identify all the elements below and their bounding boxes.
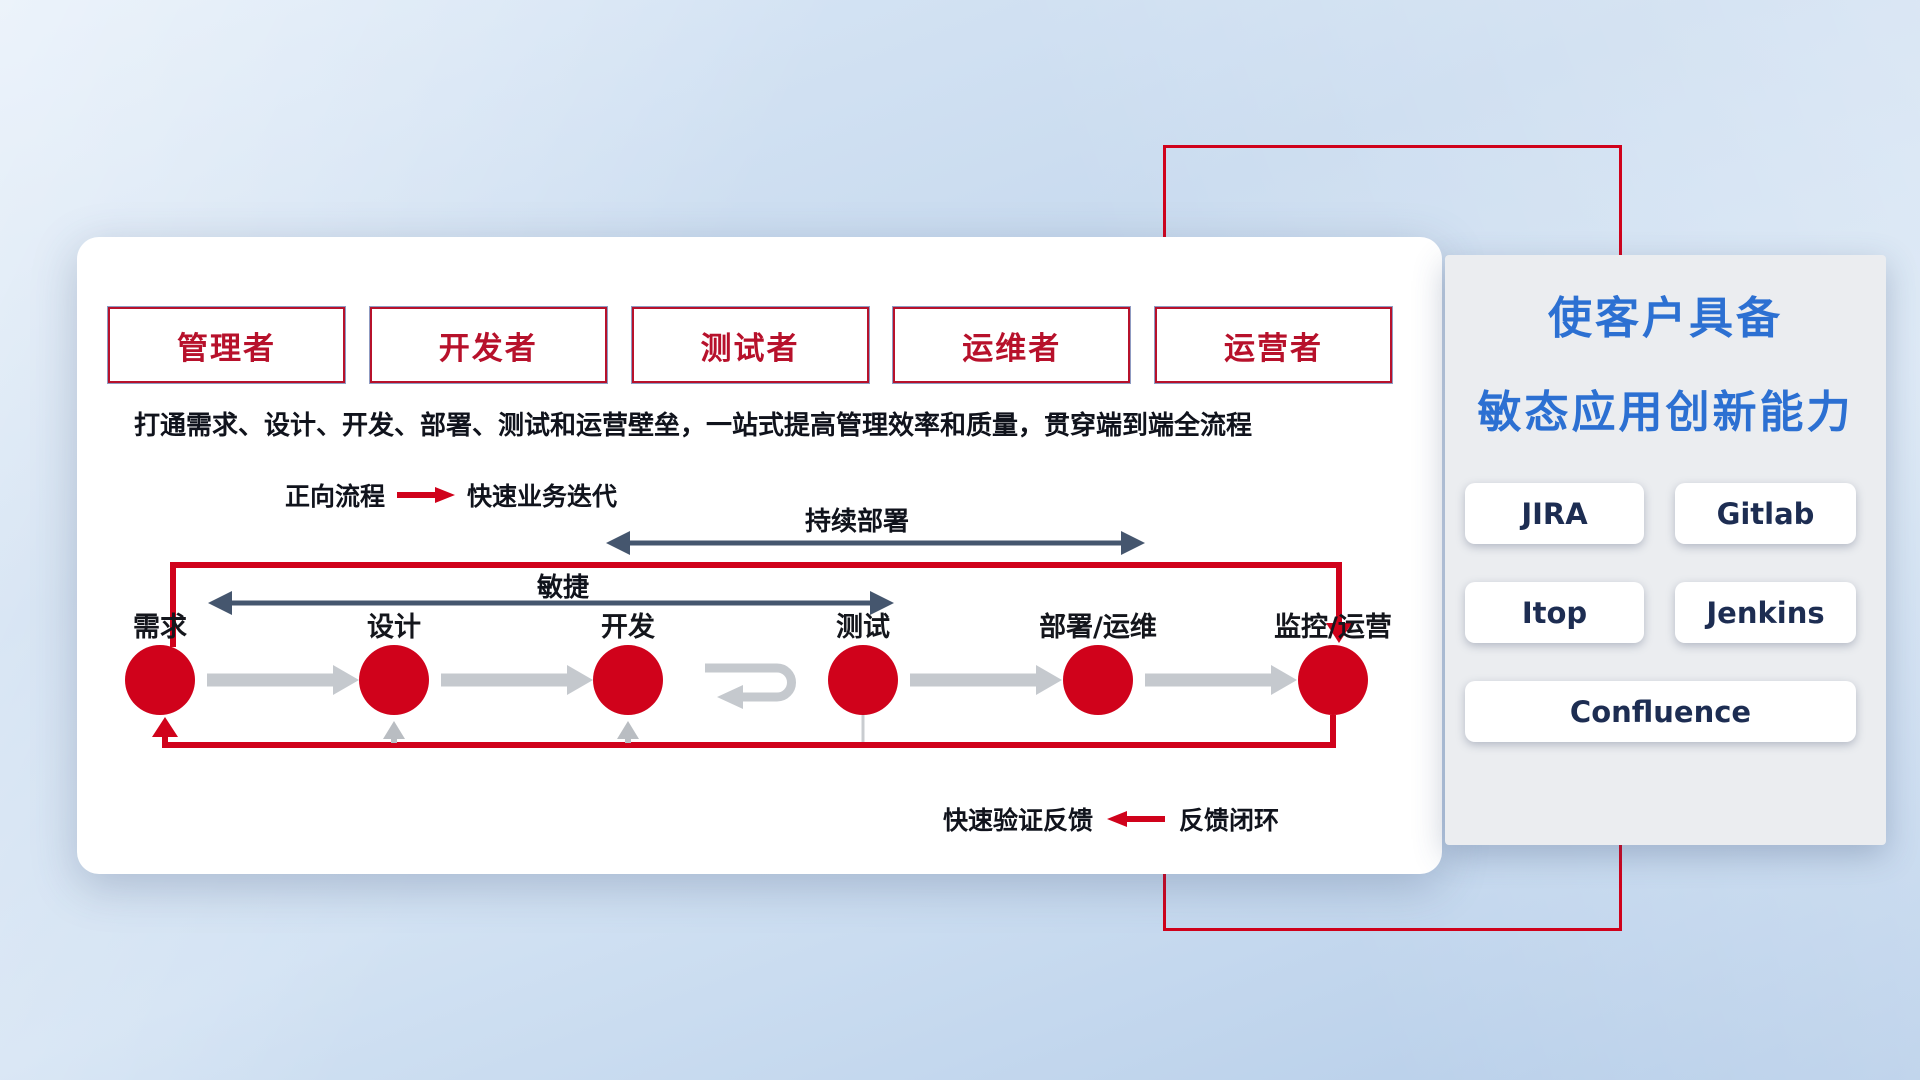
capability-title: 使客户具备 敏态应用创新能力 — [1445, 291, 1886, 441]
rework-loop-icon — [705, 663, 796, 709]
agile-span-arrow — [208, 591, 894, 615]
role-box-developer: 开发者 — [369, 307, 607, 383]
flow-node-test: 测试 — [793, 613, 933, 715]
node-circle — [359, 645, 429, 715]
tool-badge-itop: Itop — [1465, 582, 1644, 643]
capability-title-line1: 使客户具备 — [1548, 293, 1783, 344]
role-label: 管理者 — [177, 330, 276, 367]
tool-badge-jira: JIRA — [1465, 483, 1644, 544]
feedback-up-arrows — [383, 715, 865, 743]
legend-forward-desc: 快速业务迭代 — [467, 482, 618, 511]
feedback-loop-arrow — [152, 715, 1336, 748]
node-label: 需求 — [133, 612, 187, 643]
node-circle — [1298, 645, 1368, 715]
node-circle — [1063, 645, 1133, 715]
role-box-tester: 测试者 — [631, 307, 869, 383]
tool-badge-jenkins: Jenkins — [1675, 582, 1856, 643]
feedback-arrow-icon — [1107, 811, 1166, 827]
devops-flow-panel: 管理者 开发者 测试者 运维者 运营者 打通需求、设计、开发、部署、测试和运营壁… — [77, 237, 1442, 874]
agile-label: 敏捷 — [536, 573, 589, 603]
flow-node-requirements: 需求 — [90, 613, 230, 715]
node-circle — [828, 645, 898, 715]
node-circle — [125, 645, 195, 715]
legend-forward-label: 正向流程 — [285, 482, 386, 511]
capability-panel: 使客户具备 敏态应用创新能力 JIRA Gitlab Itop Jenkins … — [1445, 255, 1886, 845]
role-box-manager: 管理者 — [108, 307, 345, 383]
node-circle — [593, 645, 663, 715]
flow-arrows-canvas — [152, 531, 1352, 748]
banner-text: 打通需求、设计、开发、部署、测试和运营壁垒，一站式提高管理效率和质量，贯穿端到端… — [134, 411, 1253, 441]
node-label: 部署/运维 — [1039, 612, 1157, 643]
legend-feedback-desc: 快速验证反馈 — [943, 806, 1094, 835]
flow-node-deploy-ops: 部署/运维 — [1028, 613, 1168, 715]
forward-arrow-icon — [397, 487, 456, 503]
role-label: 开发者 — [438, 330, 538, 367]
flow-node-design: 设计 — [324, 613, 464, 715]
node-label: 开发 — [601, 612, 655, 643]
role-box-operator: 运营者 — [1155, 307, 1392, 383]
node-label: 测试 — [836, 612, 890, 643]
legend-forward: 正向流程 快速业务迭代 — [285, 477, 617, 513]
role-label: 运营者 — [1224, 330, 1323, 367]
legend-feedback-label: 反馈闭环 — [1179, 806, 1280, 835]
flow-node-monitor-operate: 监控/运营 — [1263, 613, 1403, 715]
tool-badge-gitlab: Gitlab — [1675, 483, 1856, 544]
role-label: 测试者 — [700, 330, 800, 367]
capability-title-line2: 敏态应用创新能力 — [1477, 387, 1854, 438]
role-box-ops: 运维者 — [893, 307, 1131, 383]
role-label: 运维者 — [962, 330, 1062, 367]
legend-feedback: 快速验证反馈 反馈闭环 — [943, 801, 1279, 837]
tool-badge-confluence: Confluence — [1465, 681, 1856, 742]
forward-loop-arrow — [170, 562, 1352, 647]
continuous-deploy-span-arrow — [606, 531, 1145, 555]
node-label: 监控/运营 — [1274, 612, 1392, 643]
flow-node-develop: 开发 — [558, 613, 698, 715]
roles-row: 管理者 开发者 测试者 运维者 运营者 — [108, 307, 1392, 383]
continuous-deploy-label: 持续部署 — [804, 507, 909, 537]
node-label: 设计 — [367, 612, 421, 643]
stage-arrows — [207, 665, 1297, 695]
